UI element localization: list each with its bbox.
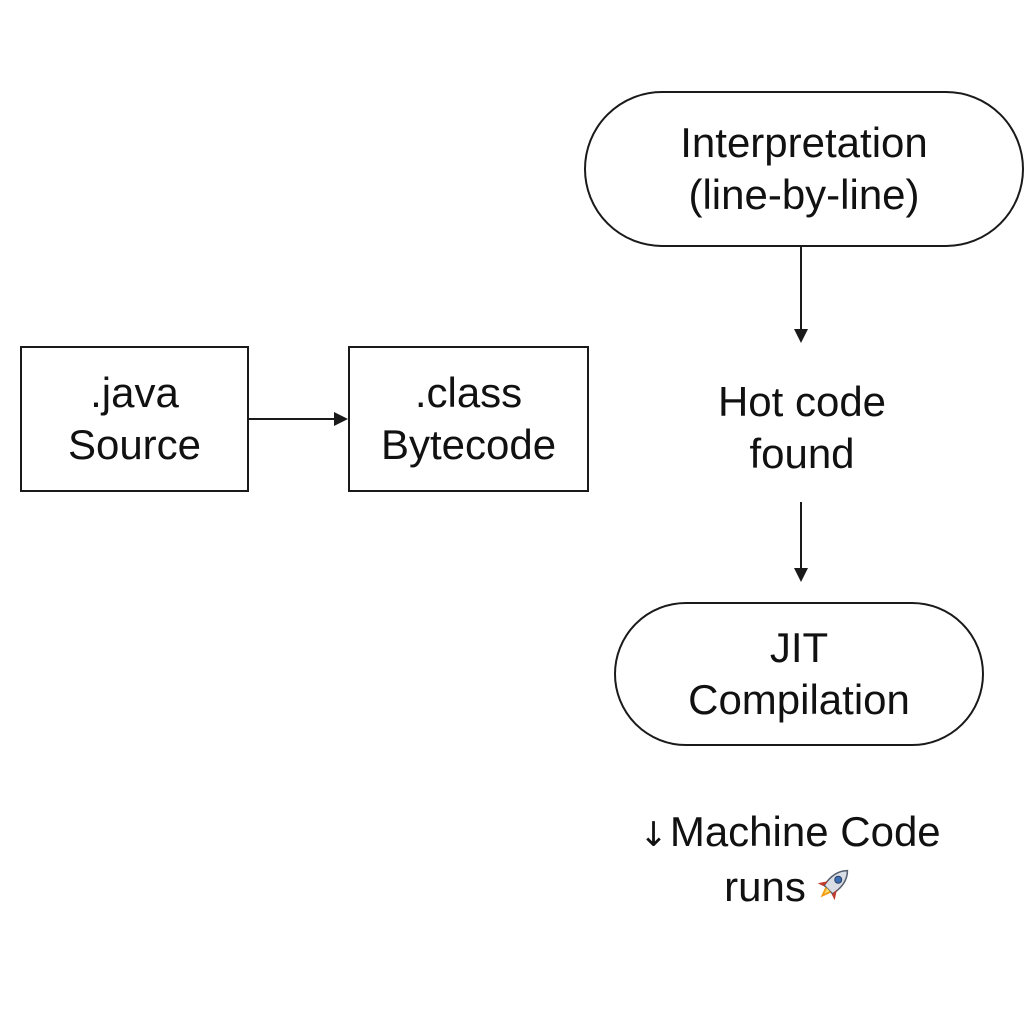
interpretation-line2: (line-by-line): [688, 171, 920, 218]
jit-compilation-node: JIT Compilation: [614, 602, 984, 746]
hot-code-label: Hot code found: [660, 376, 944, 480]
interpretation-line1: Interpretation: [680, 119, 928, 166]
hot-code-line1: Hot code: [717, 378, 887, 425]
java-source-line2: Source: [67, 421, 202, 468]
machine-code-line2-wrap: runs: [724, 861, 856, 918]
jit-line2: Compilation: [688, 676, 910, 723]
machine-code-line1: Machine Code: [669, 808, 941, 855]
machine-code-label: ↓Machine Code runs: [600, 806, 980, 918]
jit-line1: JIT: [769, 624, 829, 671]
class-bytecode-line1: .class: [414, 369, 523, 416]
hot-code-line2: found: [749, 430, 855, 477]
class-bytecode-box: .class Bytecode: [348, 346, 589, 492]
rocket-icon: [812, 862, 856, 918]
machine-code-line2: runs: [724, 863, 806, 910]
down-arrow-icon: ↓: [639, 815, 668, 855]
interpretation-node: Interpretation (line-by-line): [584, 91, 1024, 247]
java-source-line1: .java: [90, 369, 179, 416]
machine-code-line1-wrap: ↓Machine Code: [639, 806, 940, 861]
class-bytecode-line2: Bytecode: [380, 421, 557, 468]
java-source-box: .java Source: [20, 346, 249, 492]
